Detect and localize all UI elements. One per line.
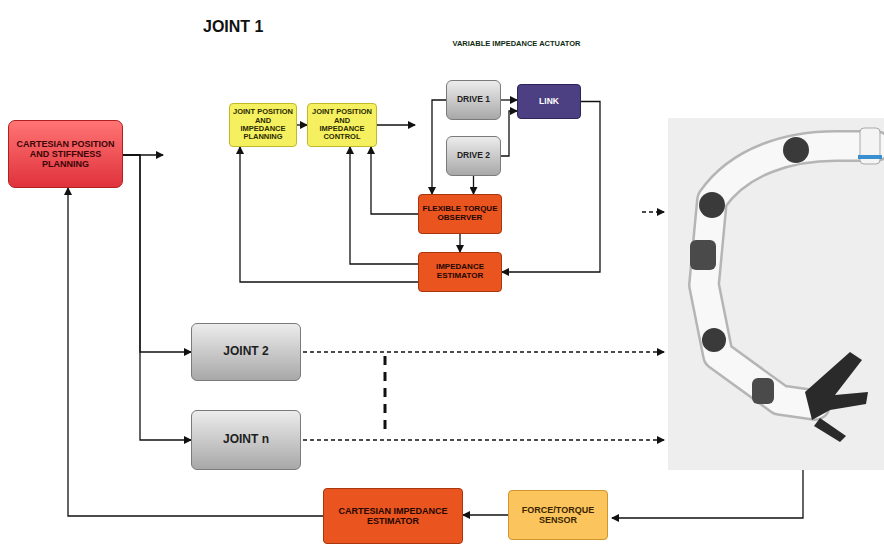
estimator-box: IMPEDANCE ESTIMATOR [418, 252, 502, 292]
joint-box: JOINT 2 [191, 323, 301, 381]
connector-arrow [68, 188, 323, 516]
robot-photo-ground [668, 118, 884, 470]
robot-joint [752, 378, 774, 404]
robot-joint [699, 192, 725, 218]
joint-box: JOINT n [191, 410, 301, 470]
box-label: JOINT n [223, 433, 269, 446]
connector-arrow [501, 111, 517, 156]
actuator-group: VARIABLE IMPEDANCE ACTUATOR DRIVE 1 DRIVE … [415, 37, 618, 182]
link-box: LINK [517, 84, 581, 119]
drive-box: DRIVE 1 [446, 80, 501, 120]
panel-ground [163, 12, 641, 299]
dashed-arrow [642, 211, 664, 212]
estimator-box: CARTESIAN IMPEDANCE ESTIMATOR [323, 488, 463, 544]
box-label: CARTESIAN IMPEDANCE ESTIMATOR [327, 506, 459, 526]
connector-arrow [501, 99, 517, 100]
robot-joint [783, 137, 809, 163]
dashed-arrow [303, 351, 664, 352]
box-label: FORCE/TORQUE SENSOR [512, 505, 604, 525]
connector-arrow [432, 100, 446, 194]
connector-arrow [350, 147, 418, 264]
robot-base-stripe [858, 155, 882, 159]
connector-arrow [123, 155, 191, 440]
robot-joint [702, 328, 726, 352]
box-label: JOINT 2 [223, 345, 268, 358]
connector-arrow [240, 147, 418, 282]
connector-arrow [123, 155, 191, 352]
connector-arrow [502, 102, 600, 273]
connector-arrow [473, 176, 474, 194]
joint-panel: JOINT 1 JOINT POSITION AND IMPEDANCE PLAN… [163, 12, 641, 299]
box-label: CARTESIAN POSITION AND STIFFNESS PLANNIN… [12, 139, 119, 169]
box-label: LINK [539, 97, 559, 107]
box-label: JOINT POSITION AND IMPEDANCE PLANNING [233, 108, 293, 142]
process-box: JOINT POSITION AND IMPEDANCE PLANNING [229, 103, 297, 147]
robot-hand [805, 352, 868, 420]
box-label: JOINT POSITION AND IMPEDANCE CONTROL [311, 108, 373, 142]
box-label: IMPEDANCE ESTIMATOR [422, 263, 498, 281]
sensor-box: FORCE/TORQUE SENSOR [508, 490, 608, 540]
connector-arrow [463, 514, 508, 515]
process-box: JOINT POSITION AND IMPEDANCE CONTROL [307, 103, 377, 147]
group-title: JOINT 1 [203, 18, 263, 36]
ellipsis-dashes [384, 356, 387, 432]
connector-arrow [459, 234, 460, 252]
box-label: DRIVE 1 [457, 95, 490, 105]
robot-joint [690, 240, 716, 270]
dashed-arrow [303, 439, 664, 440]
box-label: FLEXIBLE TORQUE OBSERVER [422, 205, 498, 223]
drive-box: DRIVE 2 [446, 136, 501, 176]
connector-arrow [377, 124, 415, 125]
planning-box: CARTESIAN POSITION AND STIFFNESS PLANNIN… [8, 120, 123, 188]
robot-to-sensor-line [612, 470, 803, 518]
observer-box: FLEXIBLE TORQUE OBSERVER [418, 194, 502, 234]
connector-arrow [297, 124, 307, 125]
robot-finger [814, 418, 846, 442]
box-label: DRIVE 2 [457, 151, 490, 161]
connector-arrow [371, 147, 418, 214]
group-title: VARIABLE IMPEDANCE ACTUATOR [415, 40, 618, 48]
